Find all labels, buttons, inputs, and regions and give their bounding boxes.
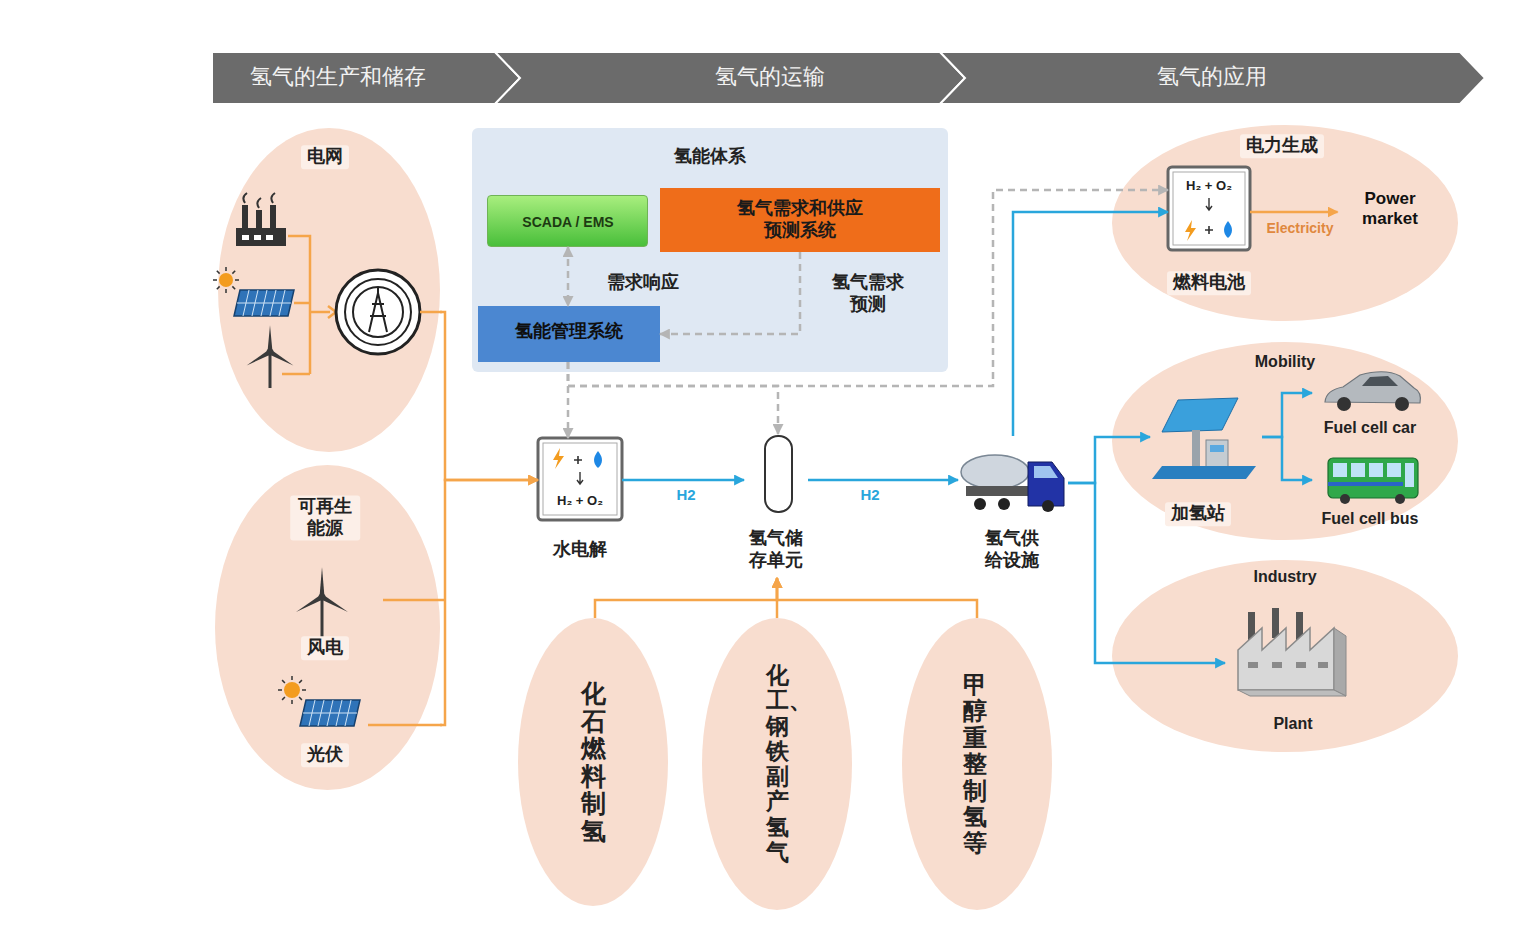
plant: Plant bbox=[1225, 600, 1355, 738]
node-label: Plant bbox=[1273, 714, 1312, 733]
node-caption: 水电解 bbox=[553, 539, 607, 561]
connector bbox=[660, 252, 800, 334]
forecast-box: 氢气需求和供应预测系统 bbox=[660, 188, 940, 252]
node-caption: 风电 bbox=[301, 636, 349, 660]
management-box: 氢能管理系统 bbox=[478, 306, 660, 362]
node-label: H₂ + O₂ bbox=[557, 493, 603, 509]
stage-banner: 氢气的应用 bbox=[940, 52, 1485, 104]
node-label: Mobility bbox=[1255, 352, 1315, 371]
edge-label: Electricity bbox=[1267, 220, 1334, 237]
grid-region: 电网 bbox=[218, 128, 440, 452]
edge-label: H2 bbox=[860, 486, 879, 504]
edge-label: 氢气需求预测 bbox=[830, 272, 906, 315]
illustration bbox=[218, 128, 440, 452]
vertical-label: 化工、钢铁副产氢气 bbox=[766, 663, 789, 865]
source-ellipse: 化石燃料制氢 bbox=[518, 618, 668, 906]
node-label: H₂ + O₂ bbox=[1186, 178, 1232, 194]
node-label: Fuel cell bus bbox=[1322, 509, 1419, 528]
power-market: Power market bbox=[1338, 184, 1443, 237]
connector bbox=[568, 362, 778, 434]
node-label: 加氢站 bbox=[1165, 502, 1231, 526]
industry-region: IndustryPlant bbox=[1112, 560, 1458, 752]
electrolyzer: H₂ + O₂ 水电解 bbox=[538, 438, 622, 565]
stage-banner: 氢气的运输 bbox=[495, 52, 965, 104]
fuel-cell-bus: Fuel cell bus bbox=[1312, 452, 1428, 530]
node-label: 氢气的生产和储存 bbox=[250, 64, 426, 90]
connector bbox=[1262, 393, 1312, 437]
storage-tank: 氢气储存单元 bbox=[744, 434, 808, 578]
connector bbox=[777, 578, 977, 618]
node-label: 电力生成 bbox=[1240, 134, 1324, 158]
node-label: 氢能体系 bbox=[674, 146, 746, 168]
connector bbox=[808, 479, 958, 482]
chevron-fill bbox=[495, 52, 965, 104]
node-label: 电网 bbox=[301, 145, 349, 169]
node-label: 氢气储存单元 bbox=[746, 528, 805, 571]
edge-label: H2 bbox=[676, 486, 695, 504]
connector bbox=[568, 190, 1168, 386]
chevron-fill bbox=[212, 52, 520, 104]
node-label: 氢能管理系统 bbox=[515, 321, 623, 343]
renewable-region: 可再生能源风电光伏 bbox=[215, 465, 440, 790]
node-label: Power market bbox=[1348, 189, 1433, 230]
mobility-region: Mobility 加氢站 Fuel cell carFuel cell bus bbox=[1112, 342, 1458, 540]
connector bbox=[1068, 483, 1225, 663]
fuel-cell: H₂ + O₂ 燃料电池 bbox=[1168, 167, 1250, 298]
source-ellipse: 化工、钢铁副产氢气 bbox=[702, 618, 852, 910]
connectors bbox=[440, 190, 1338, 725]
stage-banner: 氢气的生产和储存 bbox=[212, 52, 520, 104]
vertical-label: 化石燃料制氢 bbox=[581, 680, 606, 845]
source-ellipse: 甲醇重整制氢等 bbox=[902, 618, 1052, 910]
node-label: Industry bbox=[1253, 567, 1316, 586]
connector bbox=[1250, 211, 1338, 214]
chevron-fill bbox=[940, 52, 1485, 104]
supply-truck: 氢气供给设施 bbox=[958, 436, 1068, 578]
node-label: 氢气的运输 bbox=[715, 64, 825, 90]
connector bbox=[1068, 437, 1150, 483]
connector bbox=[567, 362, 570, 438]
node-label: 氢气供给设施 bbox=[982, 528, 1041, 571]
scada-box: SCADA / EMS bbox=[487, 195, 648, 247]
refuel-station: 加氢站 bbox=[1150, 392, 1262, 530]
node-caption: 光伏 bbox=[301, 743, 349, 767]
edge-label: 需求响应 bbox=[607, 272, 679, 294]
node-label: 氢气需求和供应预测系统 bbox=[732, 198, 869, 241]
connector bbox=[1262, 437, 1312, 480]
node-label: 氢气的应用 bbox=[1157, 64, 1267, 90]
connector bbox=[440, 312, 538, 480]
connector bbox=[567, 247, 570, 306]
node-caption: 燃料电池 bbox=[1167, 271, 1251, 295]
connector bbox=[440, 480, 538, 725]
connector bbox=[595, 578, 777, 618]
vertical-label: 甲醇重整制氢等 bbox=[963, 672, 987, 857]
node-label: 可再生能源 bbox=[290, 495, 360, 540]
connector bbox=[1013, 212, 1168, 436]
system-panel: 氢能体系 SCADA / EMS 氢气需求和供应预测系统氢能管理系统 bbox=[472, 128, 948, 372]
fuel-cell-car: Fuel cell car bbox=[1312, 366, 1428, 440]
connector bbox=[622, 479, 744, 482]
node-label: Fuel cell car bbox=[1324, 418, 1417, 437]
node-label: SCADA / EMS bbox=[522, 214, 613, 231]
